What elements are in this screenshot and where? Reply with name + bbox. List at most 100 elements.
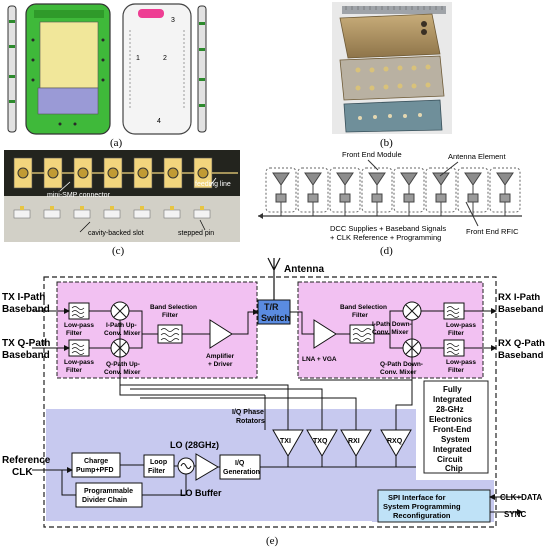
rotators-label: I/Q Phase — [232, 409, 264, 416]
rx-lpf-q-icon — [443, 339, 465, 357]
marker-label: 4 — [157, 118, 161, 125]
charge-pump-label: Charge — [84, 458, 108, 465]
antenna-label: Antenna — [284, 264, 324, 275]
tx-mixer-i-icon — [110, 301, 130, 321]
module-tile — [265, 167, 297, 216]
rotators-label-2: Rotators — [236, 418, 265, 425]
marker-label: 1 — [136, 55, 140, 62]
spi-label-3: Reconfiguration — [393, 511, 451, 520]
ref-clk-label-2: CLK — [12, 467, 33, 478]
rx-mixer-q-label: Q-Path Down- — [380, 361, 423, 368]
chip-text-line: Chip — [445, 464, 463, 473]
rfic-chip — [371, 193, 383, 203]
back-cover — [122, 3, 192, 135]
lo-label: LO (28GHz) — [170, 440, 219, 450]
ref-clk-label: Reference — [2, 455, 51, 466]
tr-switch — [257, 299, 291, 325]
spi-box — [377, 489, 491, 523]
tx-lpf-q-label-2: Filter — [66, 367, 82, 374]
module-tile — [297, 167, 329, 216]
marker-label: 2 — [163, 55, 167, 62]
panel-a-phone-layout — [7, 3, 207, 135]
antenna-element-icon — [304, 172, 322, 186]
battery-area — [39, 21, 99, 89]
spi-label: SPI Interface for — [388, 493, 446, 502]
rx-mixer-q-label-2: Conv. Mixer — [380, 369, 417, 376]
chip-text-line: System — [441, 435, 469, 444]
front-glass — [343, 99, 443, 133]
chip-text-line: 28-GHz — [436, 405, 464, 414]
side-antenna-markers — [9, 20, 15, 103]
feeding-line-label: feeding line — [195, 181, 231, 188]
chip-outline — [43, 276, 497, 528]
divider-label-2: Divider Chain — [82, 497, 127, 504]
caption-c: (c) — [112, 245, 125, 257]
chip-text-line: Front-End — [433, 425, 471, 434]
rotator-txi-icon — [272, 429, 304, 458]
rx-bsf-label-2: Filter — [352, 312, 368, 319]
rotator-rxq-label: RXQ — [387, 438, 403, 445]
lo-buffer-icon — [195, 453, 219, 481]
module-tile — [361, 167, 393, 216]
tx-lpf-i-icon — [68, 302, 90, 320]
rotator-rxi-icon — [340, 429, 372, 458]
antenna-board — [339, 55, 445, 101]
chip-text-line: Integrated — [433, 445, 472, 454]
tr-switch-label-2: Switch — [261, 313, 290, 323]
stepped-pin-label: stepped pin — [178, 230, 214, 237]
amp-label: Amplifier — [206, 353, 235, 360]
tx-q-label: TX Q-Path — [2, 338, 50, 349]
rx-lpf-q-label: Low-pass — [446, 359, 476, 366]
module-tile — [329, 167, 361, 216]
antenna-icon — [267, 257, 281, 300]
rx-lpf-i-icon — [443, 302, 465, 320]
rx-mixer-i-label: I-Path Down- — [372, 321, 412, 328]
rx-lpf-i-label: Low-pass — [446, 322, 476, 329]
iq-gen-box — [219, 454, 261, 480]
module-tile — [457, 167, 489, 216]
antenna-element-icon — [496, 172, 514, 186]
rx-mixer-i-label-2: Conv. Mixer — [372, 329, 409, 336]
vco-icon — [177, 457, 195, 475]
chip-description-text: Fully Integrated 28-GHz Electronics Fron… — [429, 385, 473, 473]
rotator-txq-icon — [306, 429, 338, 458]
rx-lpf-q-label-2: Filter — [448, 367, 464, 374]
lo-buffer-label: LO Buffer — [180, 488, 222, 498]
tx-bsf-icon — [157, 324, 183, 344]
rfic-chip — [467, 193, 479, 203]
tx-mixer-i-label-2: Conv. Mixer — [104, 330, 141, 337]
back-plate — [339, 13, 441, 59]
tx-q-label-2: Baseband — [2, 350, 50, 361]
rotator-txq-label: TXQ — [313, 438, 328, 445]
caption-a: (a) — [110, 137, 123, 149]
rotator-rxq-icon — [380, 429, 412, 458]
antenna-element-icon — [432, 172, 450, 186]
antenna-element-icon — [400, 172, 418, 186]
rx-mixer-i-icon — [402, 301, 422, 321]
rfic-chip — [499, 193, 511, 203]
panel-c-antenna-array — [4, 150, 240, 242]
sync-label: SYNC — [504, 510, 526, 519]
iq-gen-label: I/Q — [235, 460, 245, 467]
panel-d-array-modules — [258, 159, 522, 227]
chip-text-line: Integrated — [433, 395, 472, 404]
divider-label: Programmable — [84, 488, 133, 495]
rfic-chip — [435, 193, 447, 203]
rotator-rxi-label: RXI — [348, 438, 360, 445]
rx-i-label-2: Baseband — [498, 304, 544, 315]
rx-q-label-2: Baseband — [498, 350, 544, 361]
marker-label: 3 — [171, 17, 175, 24]
caption-b: (b) — [380, 137, 393, 149]
supplies-label-line2: + CLK Reference + Programming — [330, 233, 441, 242]
antenna-element-icon — [336, 172, 354, 186]
tx-bsf-label-2: Filter — [162, 312, 178, 319]
iq-gen-label-2: Generation — [223, 469, 260, 476]
tx-mixer-q-label-2: Conv. Mixer — [104, 369, 141, 376]
amp-label-2: + Driver — [208, 361, 233, 368]
tx-lpf-q-icon — [68, 339, 90, 357]
camera-cutout — [138, 9, 164, 18]
chip-text-line: Circuit — [437, 455, 463, 464]
rfic-chip — [275, 193, 287, 203]
tx-mixer-i-label: I-Path Up- — [106, 322, 137, 329]
module-tile — [393, 167, 425, 216]
